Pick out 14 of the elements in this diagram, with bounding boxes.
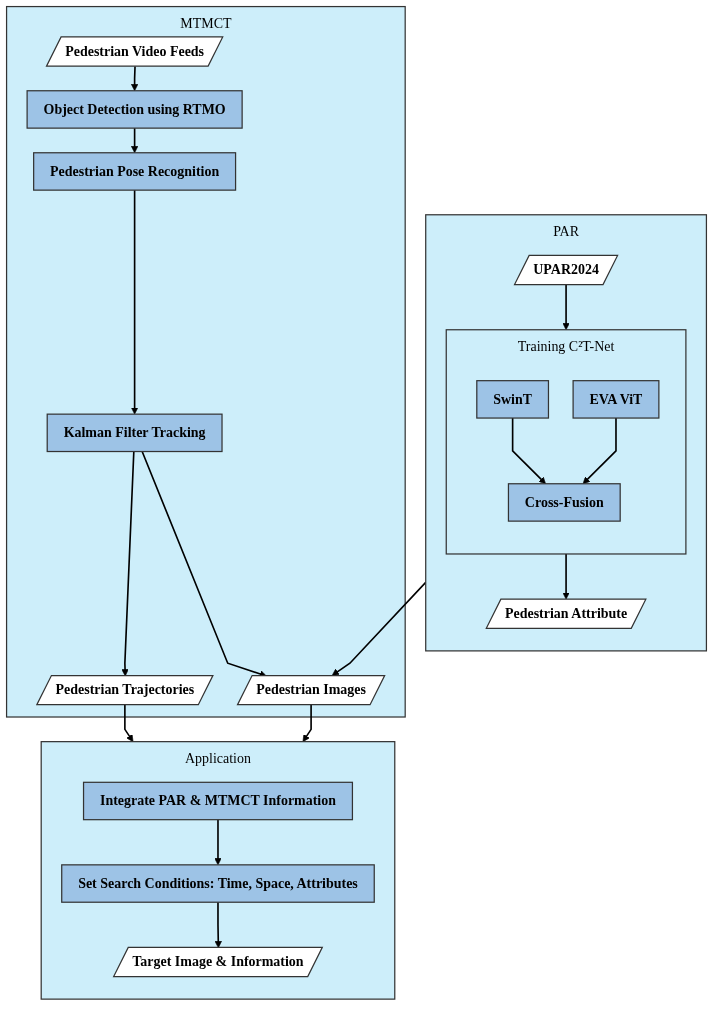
node-box: Set Search Conditions: Time, Space, Attributes <box>61 864 375 903</box>
arrow <box>562 553 570 600</box>
node-box: Cross-Fusion <box>507 483 621 522</box>
arrow <box>214 818 222 866</box>
arrow <box>582 417 617 485</box>
node-box: SwinT <box>476 380 550 419</box>
arrow <box>511 417 546 485</box>
arrow <box>131 189 139 415</box>
node-box: Object Detection using RTMO <box>26 90 243 129</box>
arrow <box>131 127 139 154</box>
node-box: EVA ViT <box>572 380 660 419</box>
node-box: Kalman Filter Tracking <box>46 413 223 453</box>
node-box: Pedestrian Pose Recognition <box>33 152 237 191</box>
node-box: Integrate PAR & MTMCT Information <box>82 781 354 821</box>
